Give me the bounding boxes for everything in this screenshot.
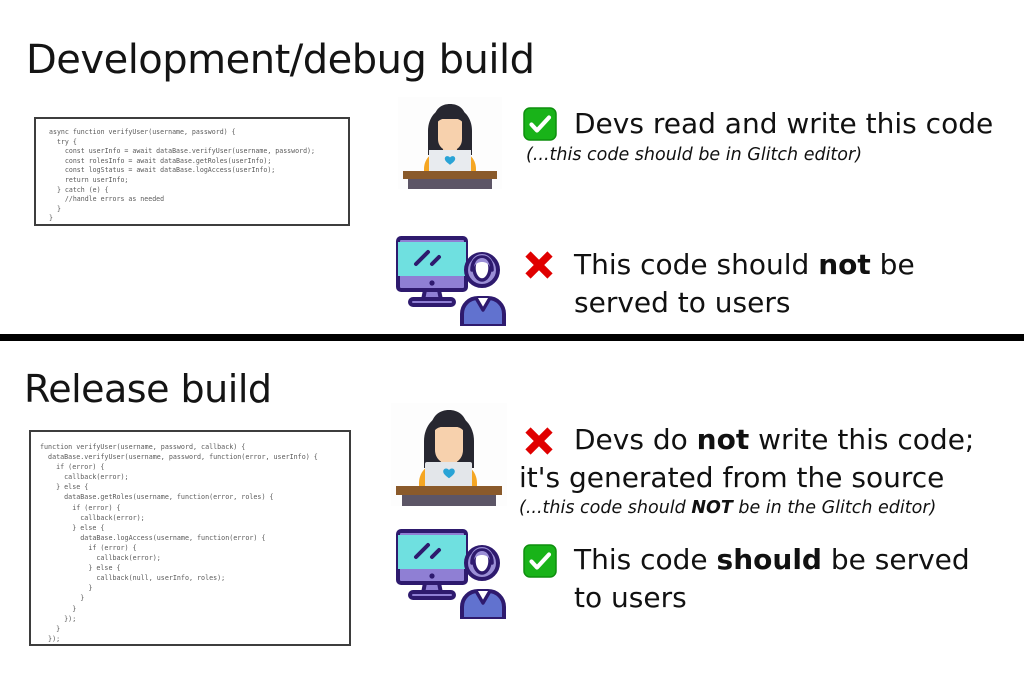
green-check-icon xyxy=(523,107,557,141)
woman-technologist-at-desk-icon xyxy=(391,403,507,506)
bullet-subtext: (...this code should be in Glitch editor… xyxy=(526,145,863,165)
bullet-line-text: Devs read and write this code xyxy=(574,107,994,140)
woman-technologist-at-desk-icon xyxy=(398,97,502,189)
bullet-devs-read-write: Devs read and write this code (...this c… xyxy=(526,105,994,165)
section-title-release: Release build xyxy=(24,367,272,411)
bullet-line-text: Devs do not write this code; xyxy=(574,423,975,456)
red-cross-icon xyxy=(521,423,557,459)
code-text-release: function verifyUser(username, password, … xyxy=(40,443,318,643)
monitor-with-user-icon xyxy=(396,527,508,619)
bullet-line-text-2: to users xyxy=(574,581,687,614)
bullet-line-text-2: served to users xyxy=(574,286,791,319)
bullet-code-not-served: This code should not be served to users xyxy=(574,246,915,319)
red-cross-icon xyxy=(521,247,557,283)
monitor-with-user-icon xyxy=(396,234,508,326)
bullet-line-text: This code should not be xyxy=(574,248,915,281)
bullet-code-should-be-served: This code should be served to users xyxy=(574,541,970,614)
section-divider xyxy=(0,334,1024,341)
code-text-development: async function verifyUser(username, pass… xyxy=(49,128,315,223)
bullet-devs-do-not-write: Devs do not write this code; it's genera… xyxy=(519,421,975,518)
code-block-development: async function verifyUser(username, pass… xyxy=(34,117,350,226)
code-block-release: function verifyUser(username, password, … xyxy=(29,430,351,646)
section-title-development: Development/debug build xyxy=(26,37,535,83)
green-check-icon xyxy=(523,544,557,578)
bullet-line-text: This code should be served xyxy=(574,543,970,576)
bullet-subtext: (...this code should NOT be in the Glitc… xyxy=(519,498,937,518)
bullet-line-text-2: it's generated from the source xyxy=(519,461,945,494)
